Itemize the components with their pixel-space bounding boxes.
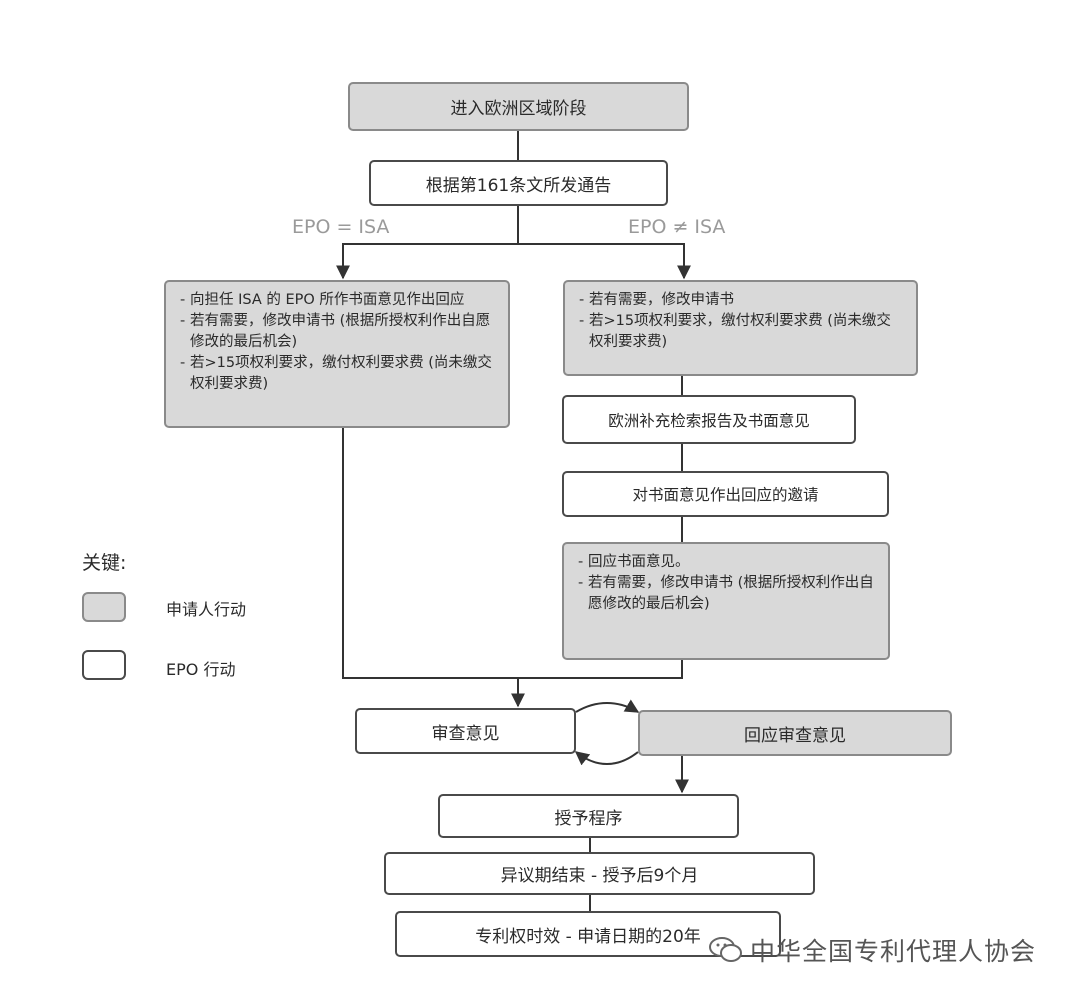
branch-label-left: EPO = ISA	[292, 216, 390, 238]
node-term-label: 专利权时效 - 申请日期的20年	[475, 926, 701, 947]
node-opposition-label: 异议期结束 - 授予后9个月	[500, 866, 699, 886]
node-supp-label: 欧洲补充检索报告及书面意见	[608, 411, 810, 430]
branch-label-right: EPO ≠ ISA	[628, 216, 726, 238]
node-exam-label: 审查意见	[431, 723, 500, 744]
node-grant-label: 授予程序	[554, 808, 623, 829]
list-item: 若>15项权利要求，缴付权利要求费 (尚未缴交权利要求费)	[180, 353, 496, 395]
list-item: 向担任 ISA 的 EPO 所作书面意见作出回应	[180, 290, 496, 311]
node-notice-label: 根据第161条文所发通告	[425, 175, 612, 196]
node-grant-procedure: 授予程序	[438, 794, 739, 838]
node-art161-notice: 根据第161条文所发通告	[369, 160, 668, 206]
node-examination-opinion: 审查意见	[355, 708, 576, 754]
node-invitation-to-respond: 对书面意见作出回应的邀请	[562, 471, 889, 517]
legend-swatch-epo	[82, 650, 126, 680]
list-item: 若有需要，修改申请书 (根据所授权利作出自愿修改的最后机会)	[578, 573, 876, 615]
node-enter-label: 进入欧洲区域阶段	[450, 99, 587, 119]
legend-label-applicant: 申请人行动	[166, 600, 247, 619]
list-item: 若有需要，修改申请书 (根据所授权利作出自愿修改的最后机会)	[180, 311, 496, 353]
loop-arrow-top	[575, 699, 640, 713]
applicant-actions-left: 向担任 ISA 的 EPO 所作书面意见作出回应 若有需要，修改申请书 (根据所…	[164, 280, 510, 428]
loop-arrow-bottom	[574, 751, 639, 766]
node-supplementary-search-report: 欧洲补充检索报告及书面意见	[562, 395, 856, 444]
node-reply-label: 回应审查意见	[744, 725, 846, 746]
node-invitation-label: 对书面意见作出回应的邀请	[632, 486, 819, 504]
applicant-actions-right-bottom: 回应书面意见。 若有需要，修改申请书 (根据所授权利作出自愿修改的最后机会)	[562, 542, 890, 660]
connector-split	[336, 206, 519, 280]
legend-label-epo: EPO 行动	[166, 660, 236, 679]
applicant-actions-right-top: 若有需要，修改申请书 若>15项权利要求，缴付权利要求费 (尚未缴交权利要求费)	[563, 280, 918, 376]
connector-split-right	[518, 243, 691, 280]
node-enter-regional-phase: 进入欧洲区域阶段	[348, 82, 689, 131]
wechat-icon	[709, 937, 742, 962]
legend-swatch-applicant	[82, 592, 126, 622]
list-item: 若>15项权利要求，缴付权利要求费 (尚未缴交权利要求费)	[579, 311, 904, 353]
node-patent-term: 专利权时效 - 申请日期的20年	[395, 911, 781, 957]
watermark-text: 中华全国专利代理人协会	[750, 937, 1037, 966]
node-reply-examination: 回应审查意见	[638, 710, 952, 756]
list-item: 若有需要，修改申请书	[579, 290, 904, 311]
connector-left-down	[342, 428, 683, 679]
watermark: 中华全国专利代理人协会	[708, 932, 1036, 968]
node-opposition-period: 异议期结束 - 授予后9个月	[384, 852, 815, 895]
legend-title: 关键:	[82, 552, 127, 574]
list-item: 回应书面意见。	[578, 552, 876, 573]
